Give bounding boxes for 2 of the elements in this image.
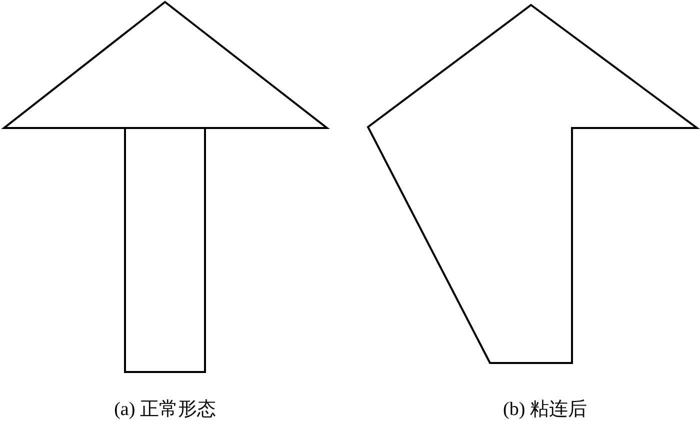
caption: (a) 正常形态	[114, 398, 216, 422]
caption: (b) 粘连后	[503, 398, 587, 422]
